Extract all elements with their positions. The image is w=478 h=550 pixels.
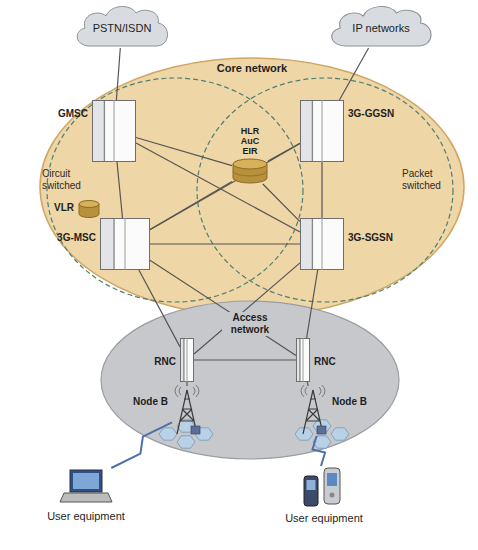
network-link xyxy=(186,382,187,386)
network-link xyxy=(117,162,123,218)
network-link xyxy=(136,143,300,232)
switch-box: 3G-MSC xyxy=(100,218,150,270)
node-label: Node B xyxy=(332,396,422,408)
network-link xyxy=(194,359,296,360)
network-link xyxy=(150,144,300,230)
node-label: User equipment xyxy=(264,512,384,524)
label-holder: Packet switched xyxy=(402,168,454,192)
network-link xyxy=(139,270,180,347)
domain-label: Packet switched xyxy=(402,168,454,192)
network-link xyxy=(307,382,309,386)
network-link xyxy=(268,143,300,161)
tower-shape xyxy=(172,386,202,436)
network-link xyxy=(307,270,318,338)
phone-shape xyxy=(300,466,348,508)
user-device: User equipment xyxy=(300,466,348,508)
base-station-tower: Node B xyxy=(172,386,202,436)
node-label: 3G-GGSN xyxy=(348,108,438,120)
node-label: VLR xyxy=(0,202,74,214)
domain-label: Circuit switched xyxy=(42,168,94,192)
node-label: HLR AuC EIR xyxy=(235,126,265,156)
equipment-shape xyxy=(180,338,194,382)
access-network-ellipse: Access networkRNC RNC Node B Node B xyxy=(100,300,400,460)
network-link xyxy=(150,260,296,355)
controller-box: RNC xyxy=(180,338,194,382)
controller-box: RNC xyxy=(296,338,310,382)
node-label: PSTN/ISDN xyxy=(93,22,152,34)
equipment-shape xyxy=(300,218,344,270)
node-label: 3G-SGSN xyxy=(348,232,438,244)
network-link xyxy=(150,182,232,230)
node-label: GMSC xyxy=(0,108,88,120)
network-link xyxy=(136,138,232,166)
database-cylinder: HLR AuC EIR xyxy=(225,126,275,186)
user-device: User equipment xyxy=(60,468,112,506)
network-link xyxy=(194,263,300,354)
gateway-box: 3G-GGSN xyxy=(300,100,344,162)
node-label: IP networks xyxy=(352,22,409,34)
node-label: Access network xyxy=(222,312,278,336)
node-label: RNC xyxy=(86,356,176,368)
cylinder-shape xyxy=(232,158,268,184)
equipment-shape xyxy=(300,100,344,162)
node-label: RNC xyxy=(314,356,404,368)
node-label: User equipment xyxy=(26,510,146,522)
core-ellipse-shape xyxy=(38,56,466,318)
switch-box: GMSC xyxy=(92,100,136,162)
node-label: Node B xyxy=(78,396,168,408)
network-link xyxy=(339,48,368,100)
network-link xyxy=(150,243,300,244)
base-station-tower: Node B xyxy=(298,386,328,436)
network-link xyxy=(321,162,322,218)
core-network-ellipse: Core networkGMSC3G-GGSNHLR AuC EIRVLR3G-… xyxy=(38,56,466,318)
tower-shape xyxy=(298,386,328,436)
equipment-shape xyxy=(92,100,136,162)
radio-link xyxy=(313,436,326,466)
equipment-shape xyxy=(100,218,150,270)
laptop-shape xyxy=(60,468,112,506)
radio-link xyxy=(111,422,172,468)
network-link xyxy=(263,184,300,222)
support-node-box: 3G-SGSN xyxy=(300,218,344,270)
label-holder: Circuit switched xyxy=(42,168,94,192)
node-label: Core network xyxy=(38,62,466,74)
node-label: 3G-MSC xyxy=(6,232,96,244)
network-cloud: IP networks xyxy=(326,4,436,48)
equipment-shape xyxy=(296,338,310,382)
register-cylinder: VLR xyxy=(78,200,100,218)
network-link xyxy=(116,48,120,100)
cylinder-shape xyxy=(78,200,100,218)
network-cloud: PSTN/ISDN xyxy=(72,4,172,48)
